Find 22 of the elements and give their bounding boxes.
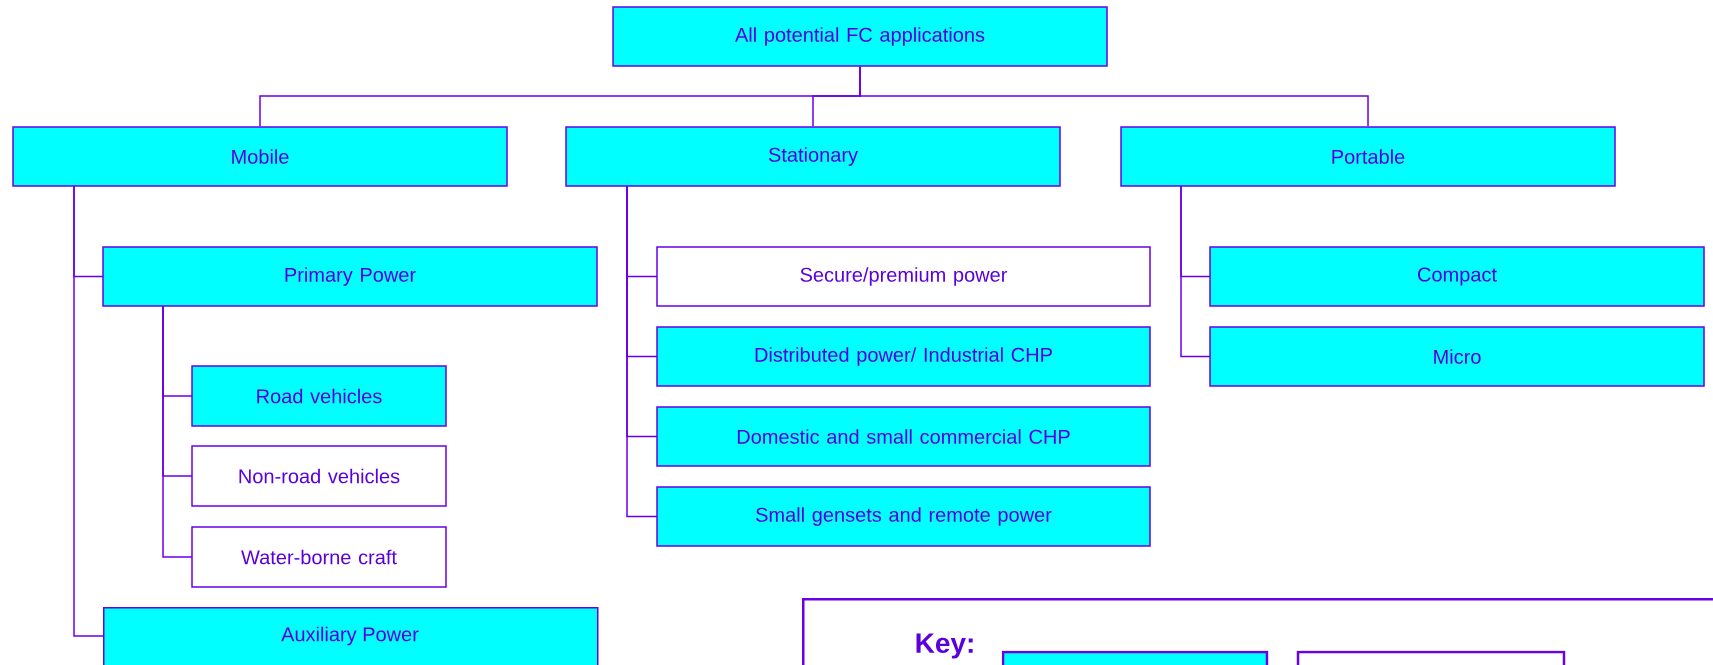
- category-box: Stationary: [565, 126, 1061, 187]
- key-swatch: [1001, 650, 1269, 665]
- category-box: Secure/premium power: [656, 246, 1151, 307]
- category-box: All potential FC applications: [612, 6, 1108, 67]
- connector-line: [859, 66, 1369, 127]
- category-box: Road vehicles: [191, 365, 447, 427]
- connector-line: [73, 185, 104, 637]
- category-box: Primary Power: [102, 246, 598, 307]
- connector-line: [162, 305, 193, 558]
- category-box: Auxiliary Power: [103, 607, 599, 665]
- category-box: Mobile: [12, 126, 508, 187]
- category-box: Small gensets and remote power: [656, 486, 1151, 547]
- category-box: Micro: [1209, 326, 1705, 387]
- category-box: Water-borne craft: [191, 526, 447, 588]
- category-box: Domestic and small commercial CHP: [656, 406, 1151, 467]
- category-box: Distributed power/ Industrial CHP: [656, 326, 1151, 387]
- connector-line: [626, 185, 658, 518]
- category-box: Compact: [1209, 246, 1705, 307]
- key-swatch: [1296, 650, 1566, 665]
- connector-line: [1180, 185, 1211, 358]
- category-box: Non-road vehicles: [191, 445, 447, 507]
- category-box: Portable: [1120, 126, 1616, 187]
